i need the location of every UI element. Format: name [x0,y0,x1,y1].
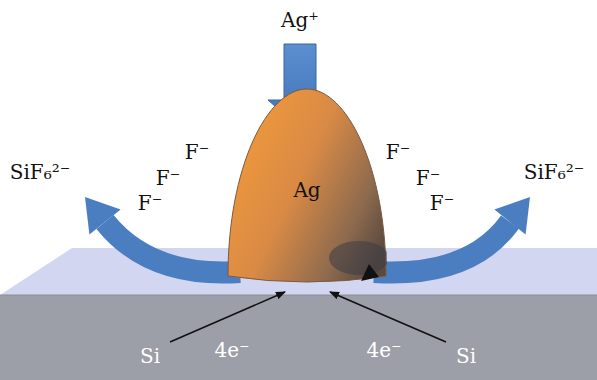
sif6-arrowhead [494,197,530,235]
electron-label: 4e⁻ [214,338,249,362]
product-label: SiF₆²⁻ [10,160,71,184]
product-label: SiF₆²⁻ [524,160,585,184]
ion-label: F⁻ [156,166,180,190]
electron-arrow [170,292,285,342]
ion-label: F⁻ [416,166,440,190]
ion-label: F⁻ [185,140,209,164]
sif6-out-arrow [105,222,240,273]
material-label: Si [456,344,476,368]
particle-label: Ag [293,178,320,202]
ion-label: F⁻ [138,191,162,215]
electron-arrow [330,292,446,342]
ion-label: Ag⁺ [281,8,319,32]
ion-label: F⁻ [430,191,454,215]
electron-label: 4e⁻ [366,338,401,362]
ion-label: F⁻ [386,140,410,164]
surface-edge [0,295,597,296]
material-label: Si [140,344,160,368]
particle-node: Ag [227,88,387,284]
sif6-out-arrow [374,222,510,273]
sif6-arrowhead [85,197,121,235]
silicon-bulk [0,295,597,380]
